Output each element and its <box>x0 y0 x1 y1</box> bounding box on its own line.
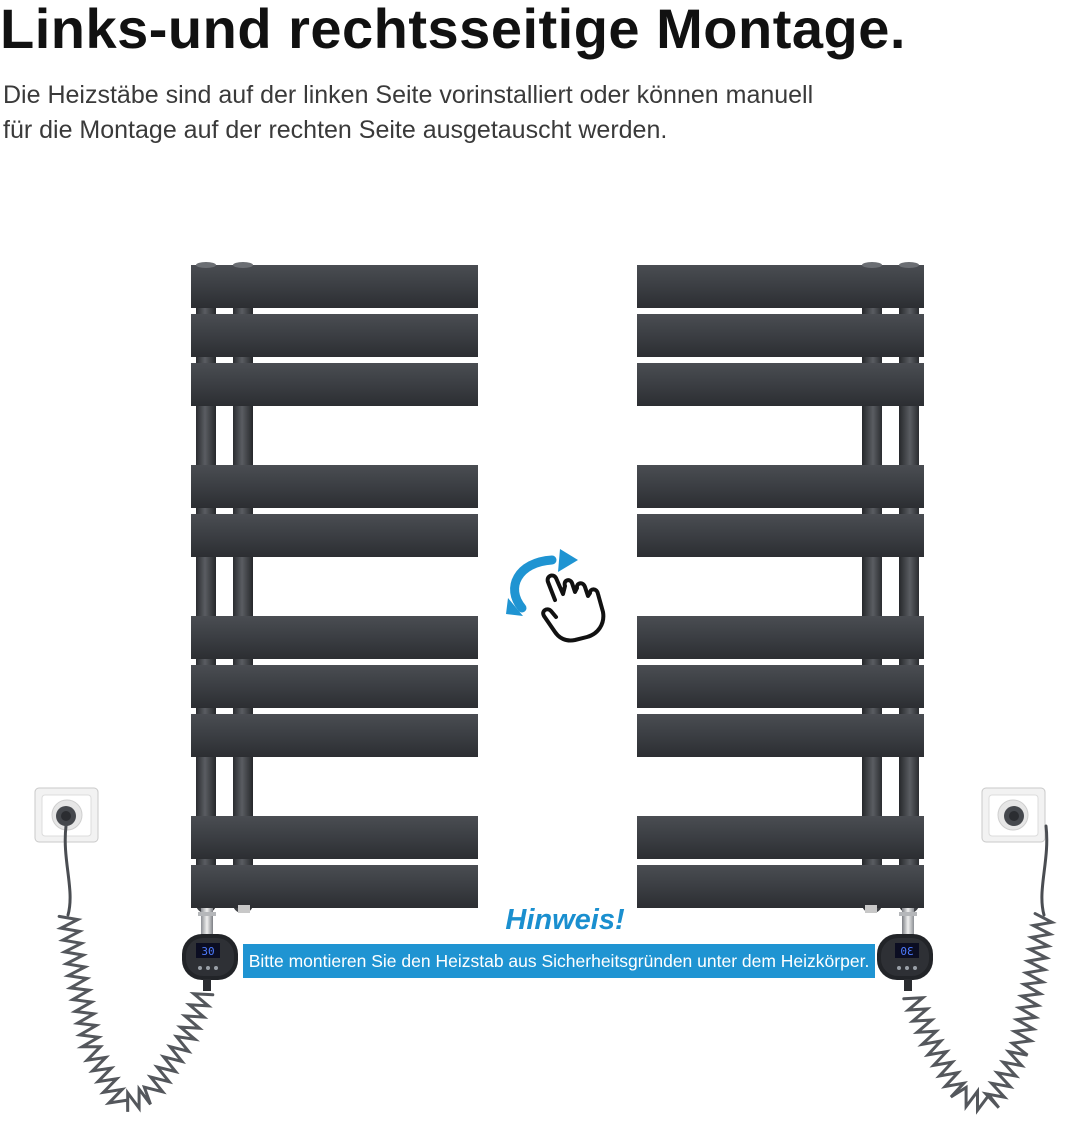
note-title: Hinweis! <box>505 904 625 936</box>
coiled-cables <box>56 824 1057 1115</box>
note-banner: Bitte montieren Sie den Heizstab aus Sic… <box>243 944 875 978</box>
right-radiator <box>637 262 924 913</box>
description: Die Heizstäbe sind auf der linken Seite … <box>3 78 813 148</box>
left-radiator <box>191 262 478 913</box>
description-line-2: für die Montage auf der rechten Seite au… <box>3 116 668 144</box>
hand-rotate-icon <box>506 549 606 643</box>
right-heating-element <box>877 908 933 991</box>
right-power-outlet-icon <box>981 787 1046 843</box>
description-line-1: Die Heizstäbe sind auf der linken Seite … <box>3 81 814 109</box>
left-heating-element <box>182 908 238 991</box>
page-title: Links-und rechtsseitige Montage. <box>0 0 906 60</box>
